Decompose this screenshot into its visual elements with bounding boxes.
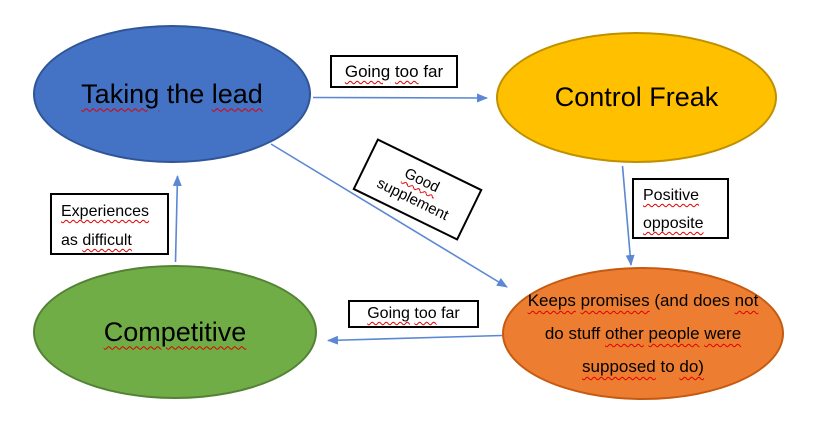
node-competitive[interactable]: Competitive [33,265,317,399]
node-control-freak-label: Control Freak [554,82,719,112]
positive-opposite-line1: Positive [643,187,700,204]
arrow-taking-to-controlfreak[interactable] [312,93,488,103]
arrow-controlfreak-to-keepspromises[interactable] [621,165,635,266]
arrow-keepspromises-to-competitive[interactable] [327,334,503,345]
node-taking-the-lead[interactable]: Taking the lead [33,25,311,163]
label-box-positive-opposite[interactable]: Positive opposite [632,178,729,239]
label-box-good-supplement[interactable]: Good supplement [352,138,483,241]
node-keeps-promises[interactable]: Keeps promises (and does not do stuff ot… [502,267,784,400]
node-taking-the-lead-label: Taking the lead [81,78,263,109]
arrow-taking-to-keepspromises[interactable] [270,143,508,288]
node-control-freak[interactable]: Control Freak [496,32,777,163]
going-too-far-bottom-text: Going too far [367,305,460,322]
positive-opposite-line2: opposite [643,215,704,232]
experiences-line1: Experiences [61,203,150,220]
node-keeps-promises-label-line2: do stuff other people were [544,324,742,343]
node-keeps-promises-label-line3: supposed to do) [582,357,704,376]
node-keeps-promises-label-line1: Keeps promises (and does not [527,291,759,310]
going-too-far-top-text: Going too far [344,62,444,81]
node-competitive-label: Competitive [103,316,247,347]
label-box-going-too-far-bottom[interactable]: Going too far [348,300,479,328]
label-box-experiences-as-difficult[interactable]: Experiences as difficult [50,193,169,255]
experiences-line2: as difficult [61,232,132,249]
arrow-competitive-to-taking[interactable] [172,175,182,263]
label-box-going-too-far-top[interactable]: Going too far [330,55,458,88]
